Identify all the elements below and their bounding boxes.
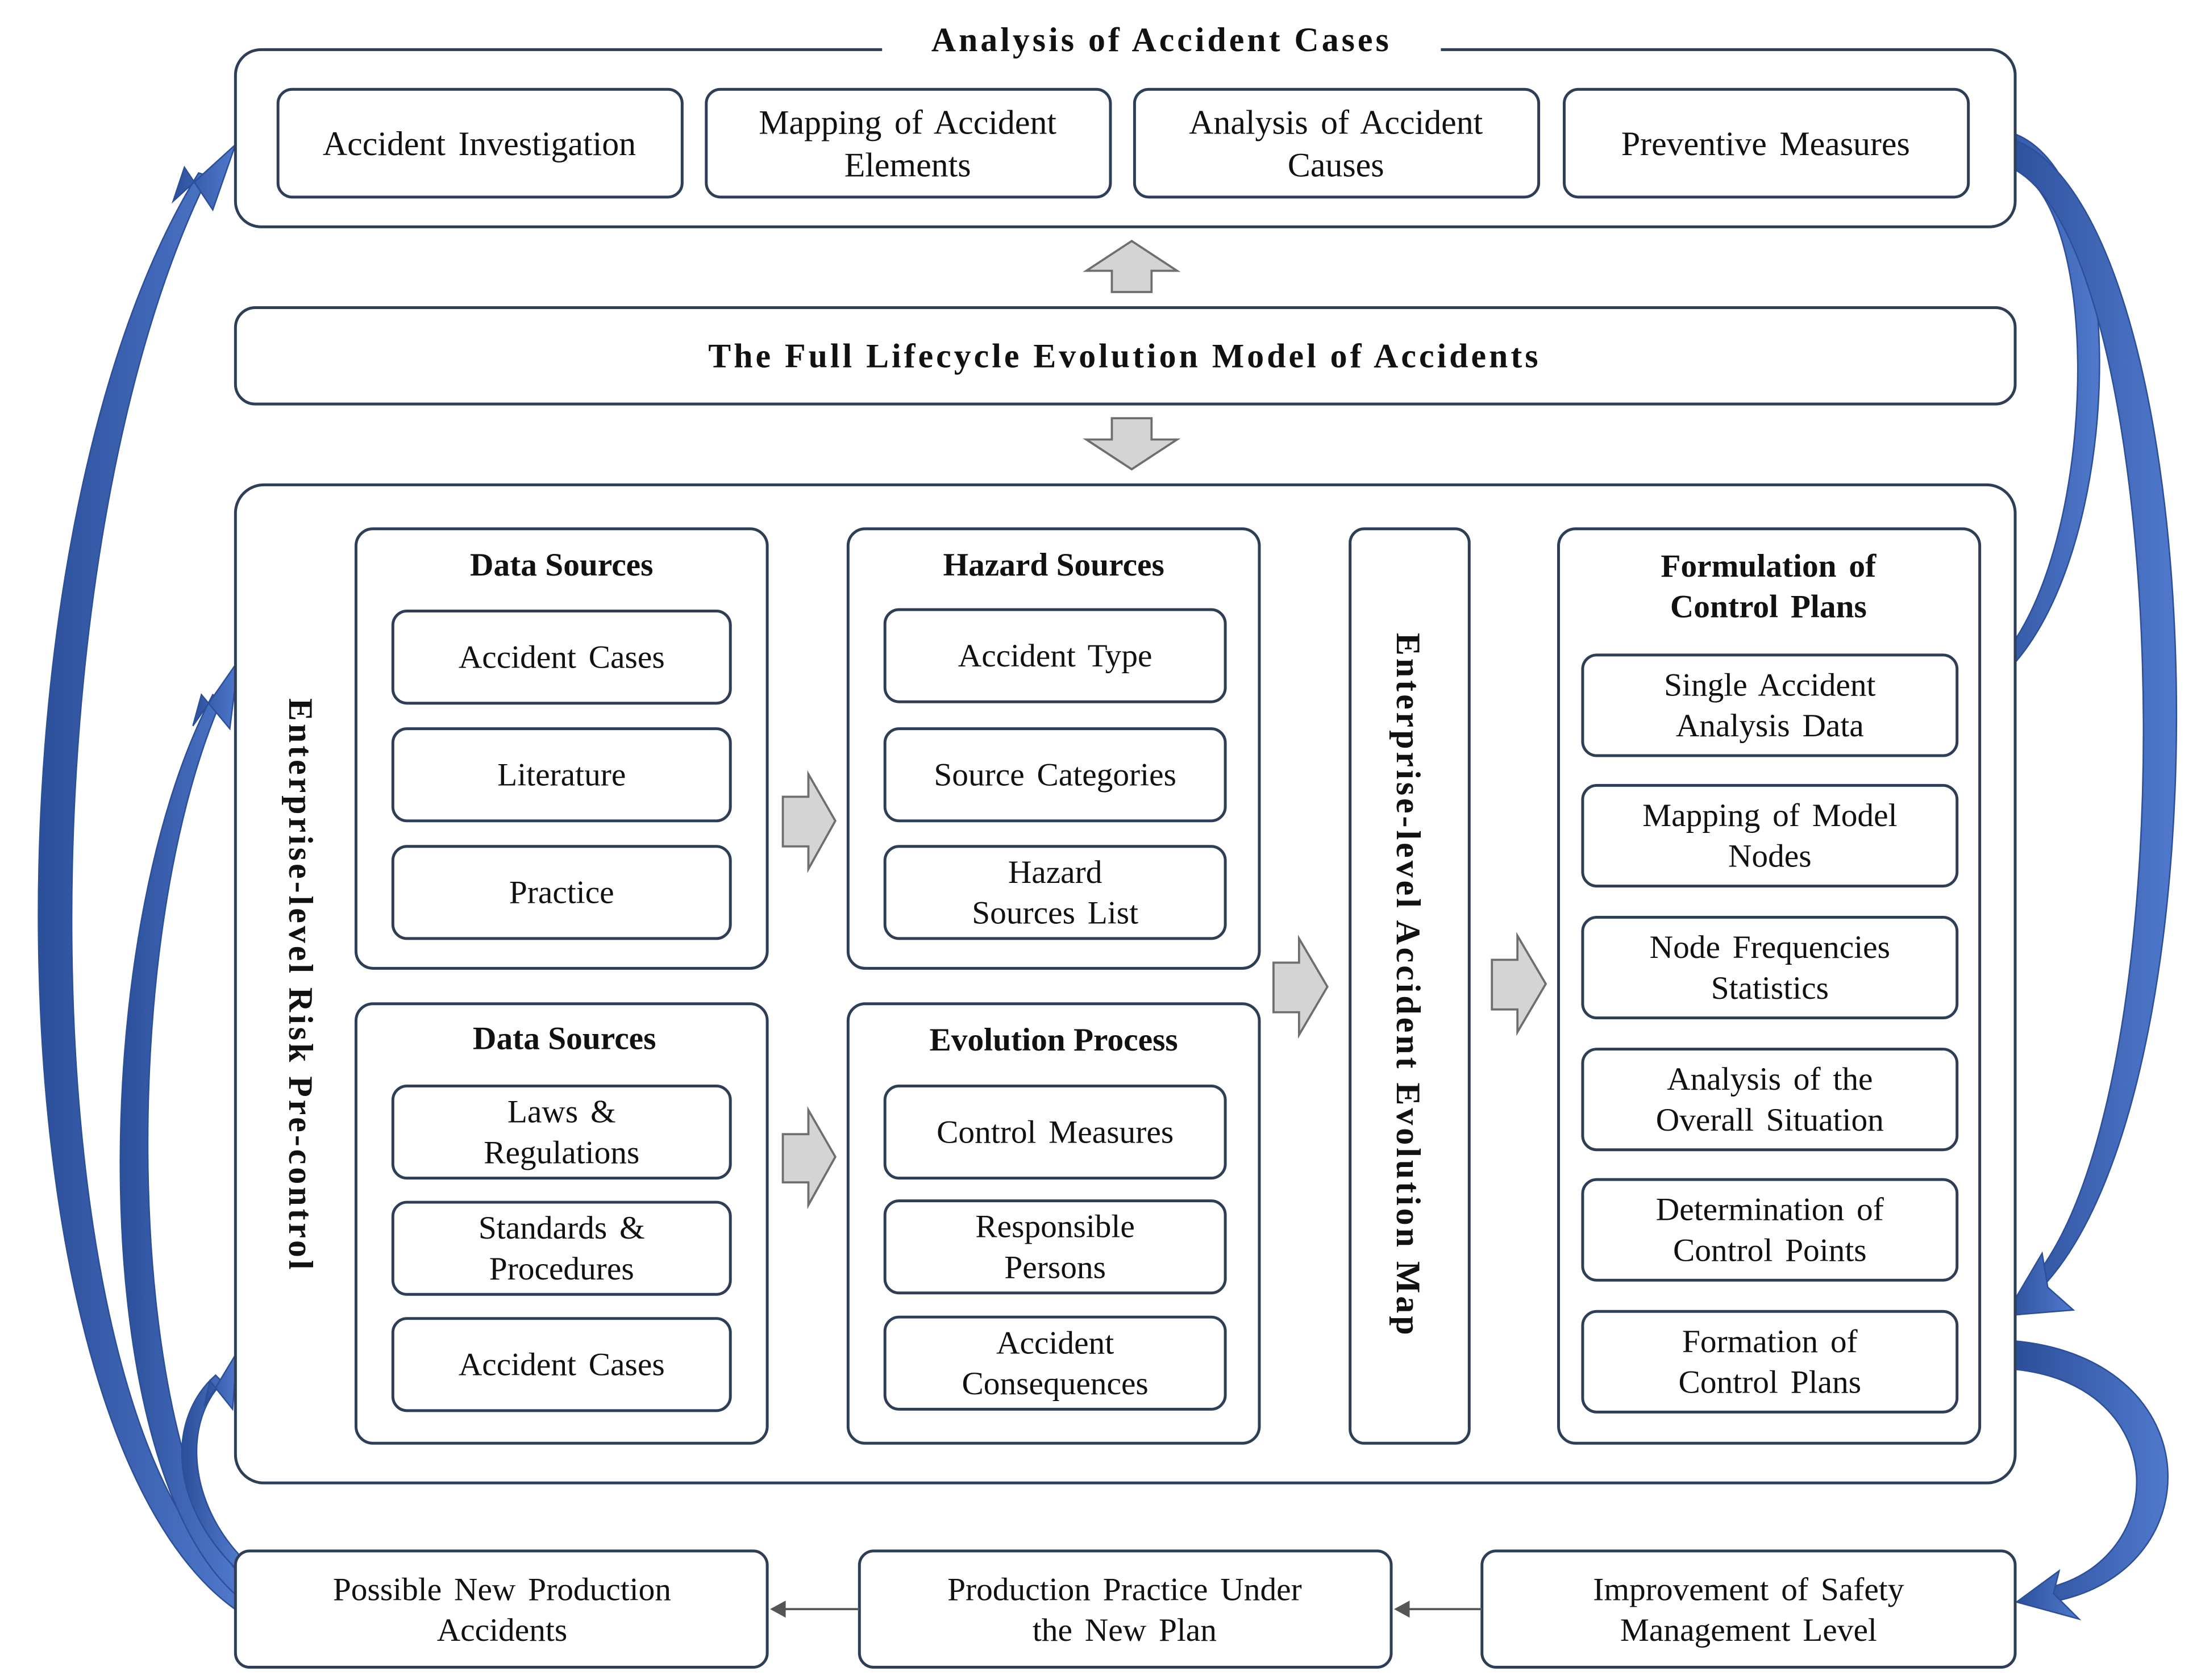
top-item-1-line-1: Accident Investigation	[323, 125, 636, 162]
data-sources-2-item-1-line-1: Laws &	[507, 1094, 616, 1130]
arrow-to-control-plans	[1491, 932, 1547, 1036]
control-plans-item-2-line-1: Mapping of Model	[1642, 798, 1897, 833]
hazard-sources-item-3-line-2: Sources List	[972, 895, 1138, 931]
top-item-4-line-1: Preventive Measures	[1621, 125, 1910, 162]
top-panel: Analysis of Accident Cases Accident Inve…	[234, 15, 2017, 228]
top-item-2-line-2: Elements	[844, 146, 971, 184]
arrow-to-evolution-map	[1272, 935, 1329, 1039]
control-plans-item-6-line-2: Control Plans	[1679, 1365, 1861, 1400]
evolution-process-item-2-line-2: Persons	[1004, 1249, 1106, 1285]
control-plans-item-5-line-2: Control Points	[1673, 1232, 1867, 1268]
bottom-item-3-line-2: Management Level	[1620, 1612, 1877, 1648]
inner-box-frames	[391, 608, 1959, 1414]
bottom-item-1-line-2: Accidents	[437, 1612, 567, 1648]
model-bar: The Full Lifecycle Evolution Model of Ac…	[234, 306, 2017, 406]
evolution-process-item-2-line-1: Responsible	[975, 1209, 1135, 1245]
loop-arrow-left-mid	[119, 693, 242, 1601]
loop-arrow-right-outer-head	[2004, 1251, 2075, 1317]
hazard-sources-item-1-line-1: Accident Type	[958, 638, 1152, 674]
data-sources-2-item-2-line-1: Standards &	[479, 1210, 645, 1246]
bottom-item-2-line-2: the New Plan	[1033, 1612, 1217, 1648]
model-bar-title: The Full Lifecycle Evolution Model of Ac…	[708, 337, 1541, 374]
control-plans-item-4-line-2: Overall Situation	[1656, 1102, 1884, 1138]
hazard-sources-item-2-line-1: Source Categories	[934, 757, 1176, 793]
control-plans-item-1-line-1: Single Accident	[1664, 667, 1875, 703]
control-plans-item-2-line-2: Nodes	[1728, 839, 1812, 874]
loop-arrow-left-small	[181, 1374, 239, 1573]
evolution-process-item-3-line-2: Consequences	[962, 1366, 1149, 1402]
control-plans-item-4-line-1: Analysis of the	[1667, 1061, 1873, 1097]
data-sources-2-item-3-line-1: Accident Cases	[459, 1347, 665, 1383]
flow-arrows	[781, 770, 1547, 1210]
bottom-item-1-line-1: Possible New Production	[333, 1571, 671, 1607]
main-panel: Enterprise-level Risk Pre-control Data S…	[234, 483, 2017, 1485]
top-item-3-line-2: Causes	[1288, 146, 1384, 184]
data-sources-2-title: Data Sources	[473, 1021, 656, 1057]
bottom-arrow-1-head	[1394, 1600, 1410, 1618]
data-sources-1-item-3-line-1: Practice	[509, 875, 614, 911]
control-plans-title-line-2: Control Plans	[1670, 589, 1867, 625]
data-sources-1-item-2-line-1: Literature	[497, 757, 626, 793]
hazard-sources-item-3-line-1: Hazard	[1008, 854, 1102, 890]
evolution-process-item-1-line-1: Control Measures	[937, 1114, 1174, 1150]
data-sources-2-item-2-line-2: Procedures	[489, 1251, 634, 1287]
bottom-item-3-line-1: Improvement of Safety	[1593, 1571, 1904, 1607]
evolution-process-item-3-line-1: Accident	[996, 1325, 1114, 1361]
loop-arrow-left-outer-head	[171, 144, 236, 212]
bottom-item-2-line-1: Production Practice Under	[947, 1571, 1302, 1607]
block-arrow-down	[1083, 417, 1181, 471]
risk-precontrol-label: Enterprise-level Risk Pre-control	[282, 698, 319, 1273]
block-arrow-up	[1083, 239, 1181, 293]
data-sources-1-item-1-line-1: Accident Cases	[459, 639, 665, 675]
control-plans-title-line-1: Formulation of	[1661, 548, 1877, 584]
loop-arrow-right-lower	[2016, 1340, 2169, 1603]
control-plans-item-3-line-2: Statistics	[1711, 970, 1829, 1006]
top-panel-title: Analysis of Accident Cases	[931, 21, 1392, 59]
arrow-data1-to-hazard	[781, 770, 837, 873]
control-plans-title: Formulation of Control Plans	[1661, 548, 1877, 625]
evolution-map-frame	[1349, 527, 1471, 1445]
evolution-map-label: Enterprise-level Accident Evolution Map	[1389, 633, 1427, 1338]
top-item-3-line-1: Analysis of Accident	[1189, 104, 1483, 141]
arrow-data2-to-evolution	[781, 1106, 837, 1210]
evolution-process-title: Evolution Process	[930, 1022, 1178, 1058]
top-item-2-line-1: Mapping of Accident	[759, 104, 1056, 141]
loop-arrow-left-mid-head	[192, 660, 239, 731]
bottom-arrow-2-head	[770, 1600, 786, 1618]
control-plans-item-6-line-1: Formation of	[1682, 1324, 1858, 1360]
hazard-sources-title: Hazard Sources	[943, 547, 1164, 583]
control-plans-item-1-line-2: Analysis Data	[1676, 708, 1864, 744]
loop-arrow-right-lower-head	[2015, 1569, 2082, 1621]
data-sources-1-title: Data Sources	[470, 547, 653, 583]
control-plans-item-5-line-1: Determination of	[1656, 1192, 1884, 1228]
control-plans-item-3-line-1: Node Frequencies	[1650, 929, 1890, 965]
data-sources-2-item-1-line-2: Regulations	[484, 1135, 639, 1170]
